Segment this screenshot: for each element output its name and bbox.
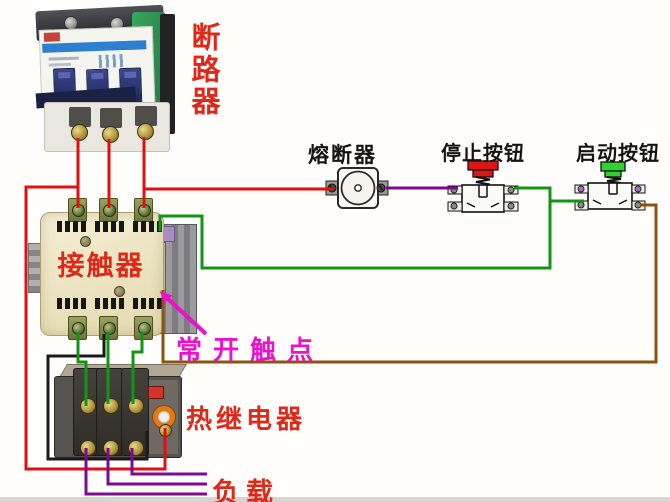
image-bottom-edge — [0, 497, 670, 502]
wire-contactor-t3-to-relay — [131, 332, 144, 404]
wire-contactor-t1-to-relay — [76, 332, 88, 406]
no-contact-arrow — [165, 296, 208, 336]
wire-stop-button-to-no-contact — [158, 186, 552, 270]
wire-load-wire-2 — [106, 448, 207, 486]
wire-load-wire-3 — [84, 448, 207, 496]
wire-start-button-to-coil — [161, 203, 658, 364]
